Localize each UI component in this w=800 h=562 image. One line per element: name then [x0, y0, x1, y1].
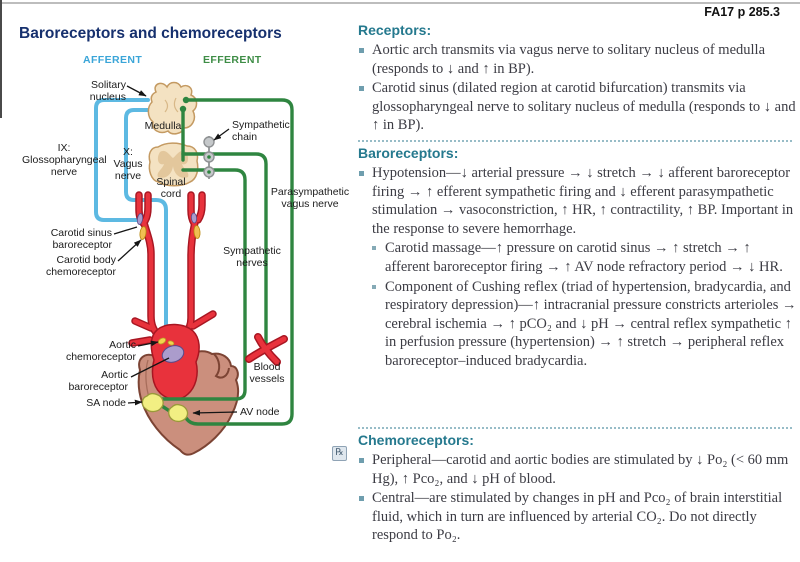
label-vagus-nerve: X: Vagus nerve — [113, 146, 143, 182]
afferent-label: AFFERENT — [83, 54, 143, 66]
label-carotid-body-chemoreceptor: Carotid body chemoreceptor — [45, 254, 116, 278]
bullet-text: Carotid sinus (dilated region at carotid… — [372, 80, 796, 134]
label-parasympathetic-vagus-nerve: Parasympathetic vagus nerve — [270, 186, 350, 210]
bullet-square-icon — [359, 86, 364, 92]
bullet-central: Central—are stimulated by changes in pH … — [358, 489, 798, 545]
label-glossopharyngeal-nerve: IX: Glossopharyngeal nerve — [22, 142, 107, 178]
bullet-text: Carotid massage—↑ pressure on carotid si… — [385, 240, 783, 275]
label-blood-vessels: Blood vessels — [249, 361, 285, 385]
bullet-text: Aortic arch transmits via vagus nerve to… — [372, 42, 766, 77]
label-aortic-chemoreceptor: Aortic chemoreceptor — [65, 339, 136, 363]
section-heading-baroreceptors: Baroreceptors: — [358, 145, 459, 161]
bullet-carotid-sinus: Carotid sinus (dilated region at carotid… — [358, 79, 798, 135]
label-sympathetic-nerves: Sympathetic nerves — [223, 245, 281, 269]
label-av-node: AV node — [240, 406, 280, 418]
anatomy-illustration — [94, 81, 294, 456]
bullet-text: Peripheral—carotid and aortic bodies are… — [372, 452, 789, 487]
section-heading-chemoreceptors: Chemoreceptors: — [358, 432, 474, 448]
bullet-carotid-massage: Carotid massage—↑ pressure on carotid si… — [371, 239, 798, 276]
efferent-label: EFFERENT — [203, 54, 262, 66]
bullet-text: Component of Cushing reflex (triad of hy… — [385, 278, 797, 369]
top-rule — [0, 2, 800, 4]
afferent-nerve-paths — [94, 98, 168, 342]
blood-vessels-shape — [245, 333, 288, 366]
section-separator — [358, 427, 792, 429]
label-solitary-nucleus: Solitary nucleus — [89, 79, 126, 103]
bullet-square-icon — [359, 171, 364, 176]
bullet-peripheral: Peripheral—carotid and aortic bodies are… — [358, 451, 798, 488]
label-aortic-baroreceptor: Aortic baroreceptor — [68, 369, 128, 393]
page-edge-line — [0, 0, 2, 118]
bullet-text: Hypotension—↓ arterial pressure → ↓ stre… — [372, 165, 794, 237]
av-node-shape — [168, 403, 189, 423]
sympathetic-chain-icon — [203, 136, 215, 179]
efferent-origin-dot — [182, 96, 190, 104]
fa-page-reference: FA17 p 285.3 — [704, 5, 780, 19]
bullet-square-icon — [372, 246, 376, 251]
section-baroreceptors: Baroreceptors: Hypotension—↓ arterial pr… — [358, 145, 798, 372]
page-title: Baroreceptors and chemoreceptors — [19, 25, 282, 42]
pointer-lines — [113, 85, 238, 416]
bullet-square-icon — [372, 284, 376, 289]
bullet-square-icon — [359, 48, 364, 53]
label-medulla: Medulla — [144, 120, 182, 132]
bullet-hypotension: Hypotension—↓ arterial pressure → ↓ stre… — [358, 164, 798, 238]
bullet-text: Central—are stimulated by changes in pH … — [372, 490, 783, 544]
efferent-origin-dot2 — [179, 105, 187, 113]
label-spinal-cord: Spinal cord — [156, 176, 186, 200]
bullet-aortic-arch: Aortic arch transmits via vagus nerve to… — [358, 41, 798, 78]
label-carotid-sinus-baroreceptor: Carotid sinus baroreceptor — [50, 227, 112, 251]
section-separator — [358, 140, 792, 142]
carotid-arteries — [128, 191, 217, 347]
rx-margin-icon: ℞ — [332, 446, 347, 461]
bullet-square-icon — [359, 458, 364, 463]
sa-node-shape — [141, 392, 164, 413]
section-chemoreceptors: Chemoreceptors: Peripheral—carotid and a… — [358, 432, 798, 546]
bullet-cushing-reflex: Component of Cushing reflex (triad of hy… — [371, 278, 798, 371]
section-receptors: Receptors: Aortic arch transmits via vag… — [358, 22, 798, 136]
label-sa-node: SA node — [86, 397, 126, 409]
section-heading-receptors: Receptors: — [358, 22, 432, 38]
label-sympathetic-chain: Sympathetic chain — [232, 119, 290, 143]
bullet-square-icon — [359, 496, 364, 502]
